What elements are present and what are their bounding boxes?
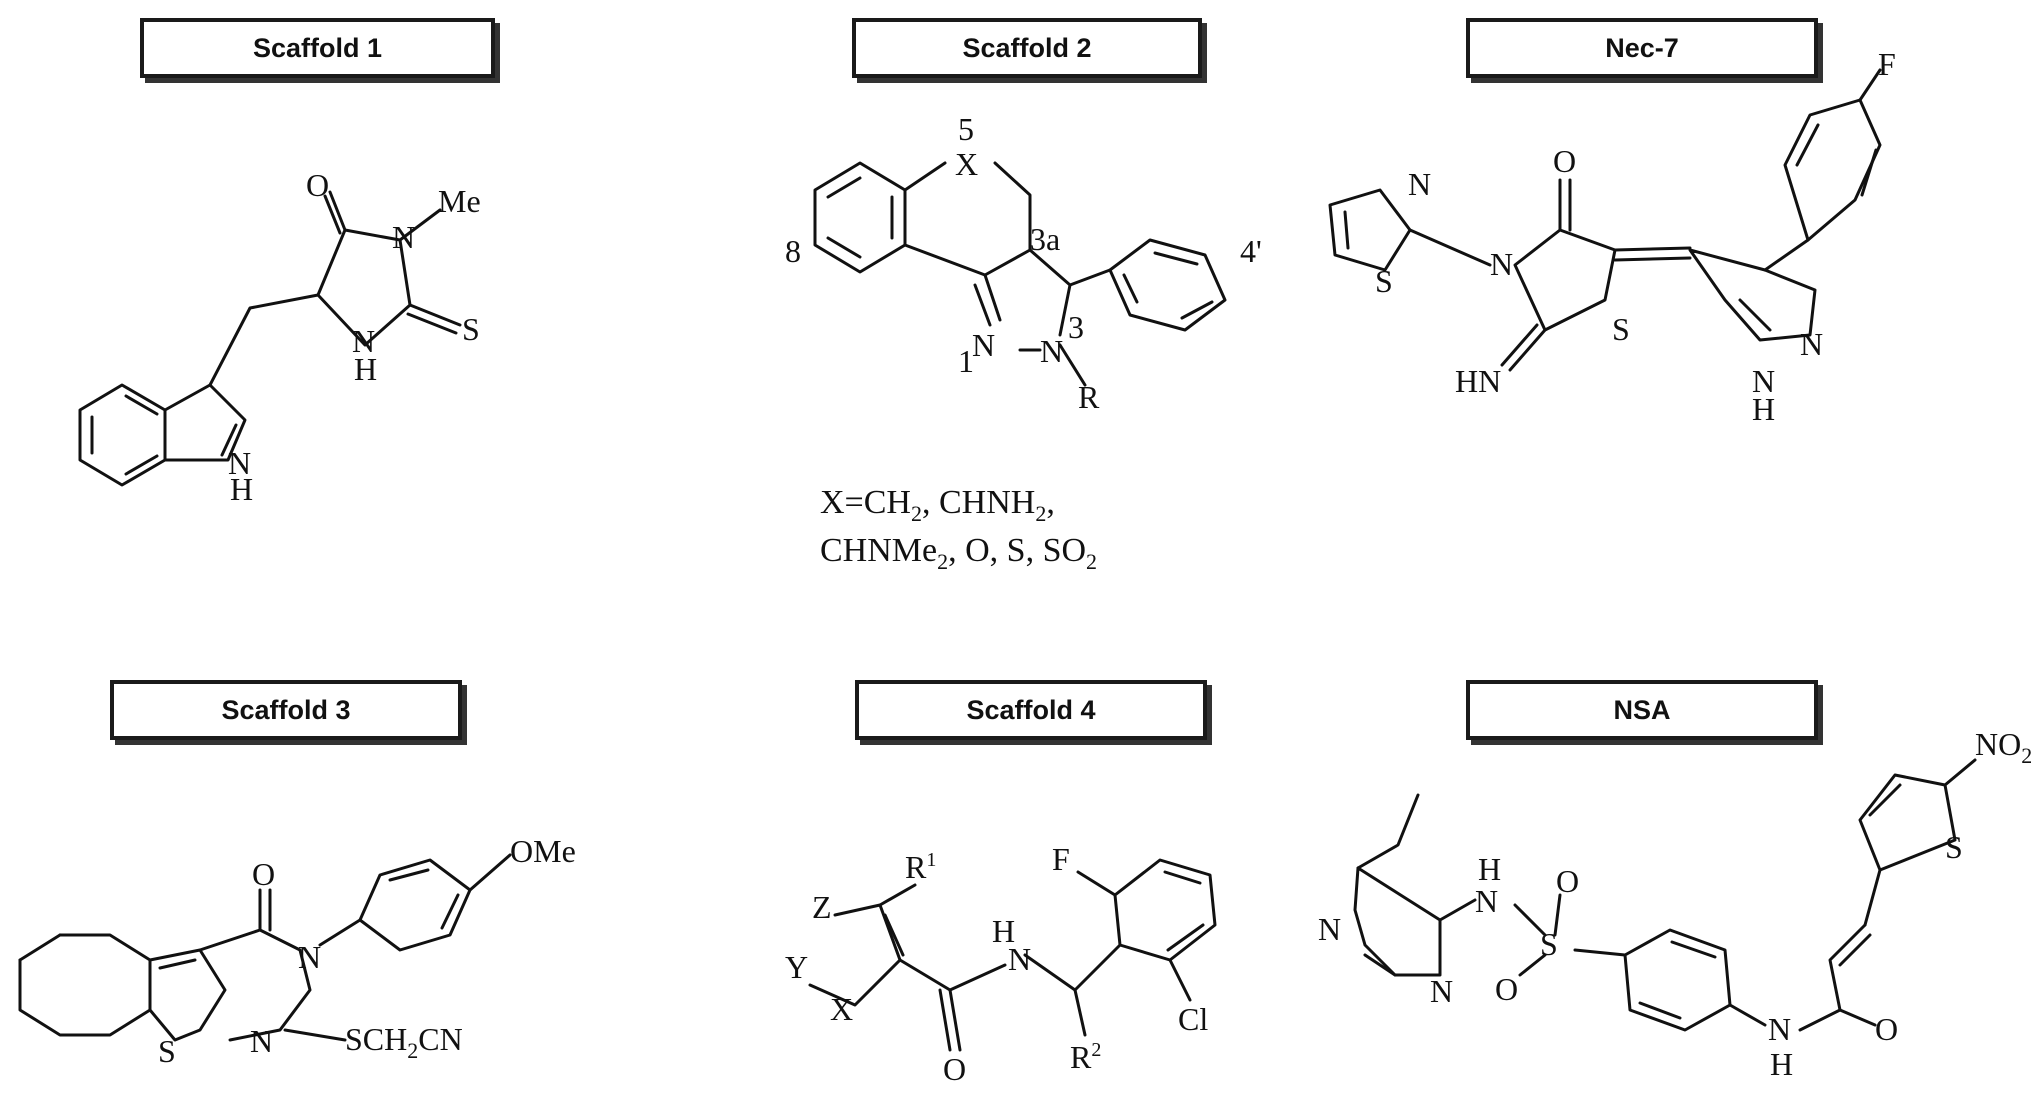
s2-position-3a: 3a (1030, 221, 1060, 257)
s4-oxygen: O (943, 1051, 966, 1087)
s1-indole-h: H (230, 471, 253, 507)
s2-n1: N (972, 327, 995, 363)
nsa-pyrazine-n2: N (1430, 973, 1453, 1009)
atoms-nsa: NO2 S H N S O O N N N H O (1318, 726, 2031, 1082)
nsa-amide-n: N (1768, 1011, 1791, 1047)
structure-scaffold-2 (813, 161, 1227, 387)
atoms-nec-7: F O N S N S HN N N H (1375, 46, 1896, 427)
nec7-thiazole-s: S (1375, 263, 1393, 299)
s3-methoxy: OMe (510, 833, 576, 869)
structure-scaffold-3 (18, 853, 512, 1042)
structure-scaffold-4 (808, 858, 1217, 1052)
s4-x-atom: X (830, 991, 853, 1027)
s1-sulfur: S (462, 311, 480, 347)
s1-nh-n: N (352, 323, 375, 359)
atoms-scaffold-2: 5 X 8 3a 4' 1 N N 3 R (785, 111, 1262, 415)
s4-amide-h: H (992, 913, 1015, 949)
nec7-ring-n: N (1490, 246, 1513, 282)
s3-nitrogen-1: N (250, 1023, 273, 1059)
label-scaffold-4: Scaffold 4 (855, 680, 1207, 740)
nsa-sulfonyl-o2: O (1495, 971, 1518, 1007)
nsa-amide-h: H (1770, 1046, 1793, 1082)
atoms-scaffold-1: O N Me S N H N H (228, 167, 481, 507)
nsa-sulfonyl-s: S (1540, 926, 1558, 962)
s4-r2: R2 (1070, 1039, 1101, 1075)
nsa-sulfonamide-n: N (1475, 883, 1498, 919)
s3-oxygen: O (252, 856, 275, 892)
nsa-nitro: NO2 (1975, 726, 2031, 768)
nec7-oxygen: O (1553, 143, 1576, 179)
nsa-pyrazine-n1: N (1318, 911, 1341, 947)
label-scaffold-1: Scaffold 1 (140, 18, 495, 78)
nec7-ring-s: S (1612, 311, 1630, 347)
s2-position-4prime: 4' (1240, 233, 1262, 269)
s2-position-1: 1 (958, 343, 974, 379)
structure-scaffold-1 (78, 190, 462, 487)
s2-position-5: 5 (958, 111, 974, 147)
s1-methyl: Me (438, 183, 481, 219)
structure-nsa (1353, 758, 1977, 1032)
s2-position-3: 3 (1068, 309, 1084, 345)
nsa-sulfonamide-h: H (1478, 851, 1501, 887)
s4-amide-n: N (1008, 941, 1031, 977)
nec7-pyrazole-nh-h: H (1752, 391, 1775, 427)
s1-nitrogen-3: N (392, 219, 415, 255)
scaffold2-x-note-line1: X=CH2, CHNH2, (820, 484, 1055, 526)
label-scaffold-3: Scaffold 3 (110, 680, 462, 740)
s3-sch2cn: SCH2CN (345, 1021, 463, 1063)
s1-nh-h: H (354, 351, 377, 387)
s4-z-atom: Z (812, 889, 832, 925)
nec7-thiazole-n: N (1408, 166, 1431, 202)
nec7-fluorine: F (1878, 46, 1896, 82)
s2-r-group: R (1078, 379, 1100, 415)
nsa-amide-o: O (1875, 1011, 1898, 1047)
structure-nec-7 (1328, 68, 1882, 372)
s4-y-atom: Y (785, 949, 808, 985)
nec7-pyrazole-nh-n: N (1752, 363, 1775, 399)
s4-fluorine: F (1052, 841, 1070, 877)
s1-oxygen: O (306, 167, 329, 203)
s1-indole-n: N (228, 445, 251, 481)
label-scaffold-2: Scaffold 2 (852, 18, 1202, 78)
s2-x-atom: X (955, 146, 978, 182)
s3-nitrogen-3: N (298, 939, 321, 975)
label-nsa: NSA (1466, 680, 1818, 740)
scaffold2-x-note-line2: CHNMe2, O, S, SO2 (820, 532, 1098, 574)
atoms-scaffold-4: F R1 Z Y X H N O R2 Cl (785, 841, 1208, 1087)
s2-n2: N (1040, 333, 1063, 369)
s4-r1: R1 (905, 849, 936, 885)
nsa-thiophene-s: S (1945, 829, 1963, 865)
s2-position-8: 8 (785, 233, 801, 269)
s4-chlorine: Cl (1178, 1001, 1208, 1037)
nec7-imine: HN (1455, 363, 1501, 399)
label-nec-7: Nec-7 (1466, 18, 1818, 78)
atoms-scaffold-3: OMe O N S N SCH2CN (158, 833, 576, 1069)
s3-sulfur: S (158, 1033, 176, 1069)
nec7-pyrazole-n: N (1800, 326, 1823, 362)
nsa-sulfonyl-o1: O (1556, 863, 1579, 899)
